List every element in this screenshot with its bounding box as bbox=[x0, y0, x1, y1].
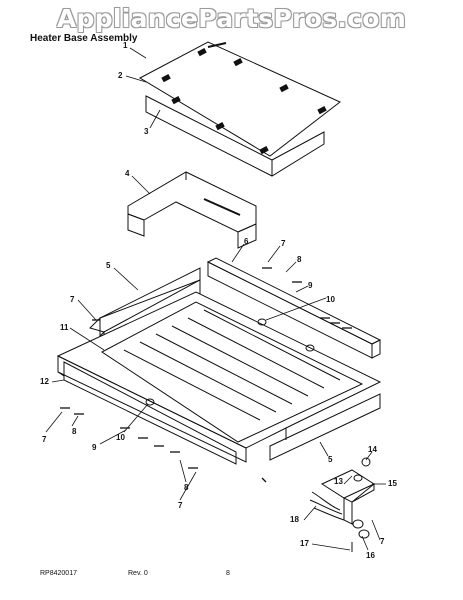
callout-18: 18 bbox=[290, 515, 299, 524]
screw-fasteners bbox=[60, 267, 352, 483]
callout-10-top: 10 bbox=[326, 295, 335, 304]
callout-7-left: 7 bbox=[70, 295, 75, 304]
watermark-logo: AppliancePartsPros.com bbox=[56, 4, 407, 33]
callout-8-top: 8 bbox=[297, 255, 302, 264]
callout-3: 3 bbox=[144, 127, 149, 136]
callout-7-top: 7 bbox=[281, 239, 286, 248]
callout-4: 4 bbox=[125, 169, 130, 178]
callout-6: 6 bbox=[244, 237, 249, 246]
callout-17: 17 bbox=[300, 539, 309, 548]
footer-revision: Rev. 0 bbox=[128, 570, 148, 577]
callout-9-top: 9 bbox=[308, 281, 313, 290]
section-title: Heater Base Assembly bbox=[30, 33, 138, 44]
callout-1: 1 bbox=[123, 41, 128, 50]
callout-11: 11 bbox=[60, 323, 69, 332]
callout-16: 16 bbox=[366, 551, 375, 560]
callout-labels: 1 2 3 4 5 5 6 7 7 7 7 7 8 8 8 9 9 10 10 … bbox=[40, 41, 397, 560]
callout-8-front: 8 bbox=[72, 427, 77, 436]
callout-leader-lines bbox=[45, 47, 386, 551]
top-panel-part bbox=[138, 41, 341, 157]
callout-8-bottom: 8 bbox=[184, 483, 189, 492]
callout-7-bottom: 7 bbox=[178, 501, 183, 510]
right-side-rail-part bbox=[206, 257, 382, 359]
callout-5-right: 5 bbox=[328, 455, 333, 464]
callout-7-bracket: 7 bbox=[380, 537, 385, 546]
callout-12: 12 bbox=[40, 377, 49, 386]
callout-13: 13 bbox=[334, 477, 343, 486]
callout-14: 14 bbox=[368, 445, 377, 454]
callout-9-front: 9 bbox=[92, 443, 97, 452]
callout-7-front: 7 bbox=[42, 435, 47, 444]
callout-5-left: 5 bbox=[106, 261, 111, 270]
callout-2: 2 bbox=[118, 71, 123, 80]
insulation-slab-part bbox=[145, 95, 325, 177]
footer-doc-number: RP8420017 bbox=[40, 570, 77, 577]
heater-bracket-part bbox=[309, 457, 376, 552]
front-frame-part bbox=[57, 355, 381, 465]
callout-15: 15 bbox=[388, 479, 397, 488]
l-insulation-part bbox=[127, 171, 257, 249]
grommet-parts bbox=[145, 318, 315, 406]
callout-10-front: 10 bbox=[116, 433, 125, 442]
footer-page-number: 8 bbox=[226, 570, 230, 577]
